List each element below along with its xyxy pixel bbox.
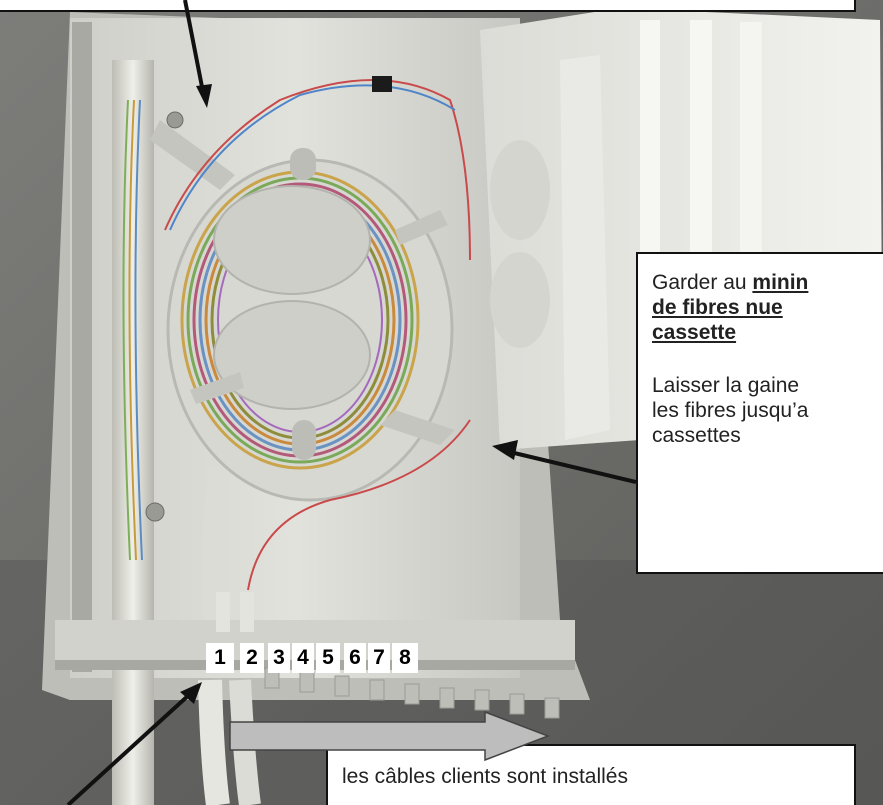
callout-right-paragraph-2: Laisser la gaine les fibres jusqu’a cass… [652, 373, 883, 448]
port-label-6: 6 [344, 643, 366, 673]
port-label-3: 3 [268, 643, 290, 673]
callout-top-box [0, 0, 856, 12]
callout-right-line-5: les fibres jusqu’a [652, 399, 809, 422]
callout-right-box: Garder au minin de fibres nue cassette L… [636, 252, 883, 574]
callout-bottom-box: les câbles clients sont installés [326, 744, 856, 805]
callout-right-line-6: cassettes [652, 424, 741, 447]
callout-right-paragraph-1: Garder au minin de fibres nue cassette [652, 270, 883, 345]
port-label-7: 7 [368, 643, 390, 673]
port-label-2: 2 [240, 643, 264, 673]
callout-right-line-2: de fibres nue [652, 296, 783, 319]
callout-right-line-1a: Garder au [652, 271, 753, 294]
callout-bottom-text: les câbles clients sont installés [342, 765, 628, 788]
port-label-5: 5 [316, 643, 340, 673]
port-label-8: 8 [392, 643, 418, 673]
callout-right-line-4: Laisser la gaine [652, 374, 800, 397]
callout-right-line-1b: minin [752, 271, 809, 294]
port-label-4: 4 [292, 643, 314, 673]
port-label-1: 1 [206, 643, 234, 673]
callout-right-line-3: cassette [652, 321, 737, 344]
